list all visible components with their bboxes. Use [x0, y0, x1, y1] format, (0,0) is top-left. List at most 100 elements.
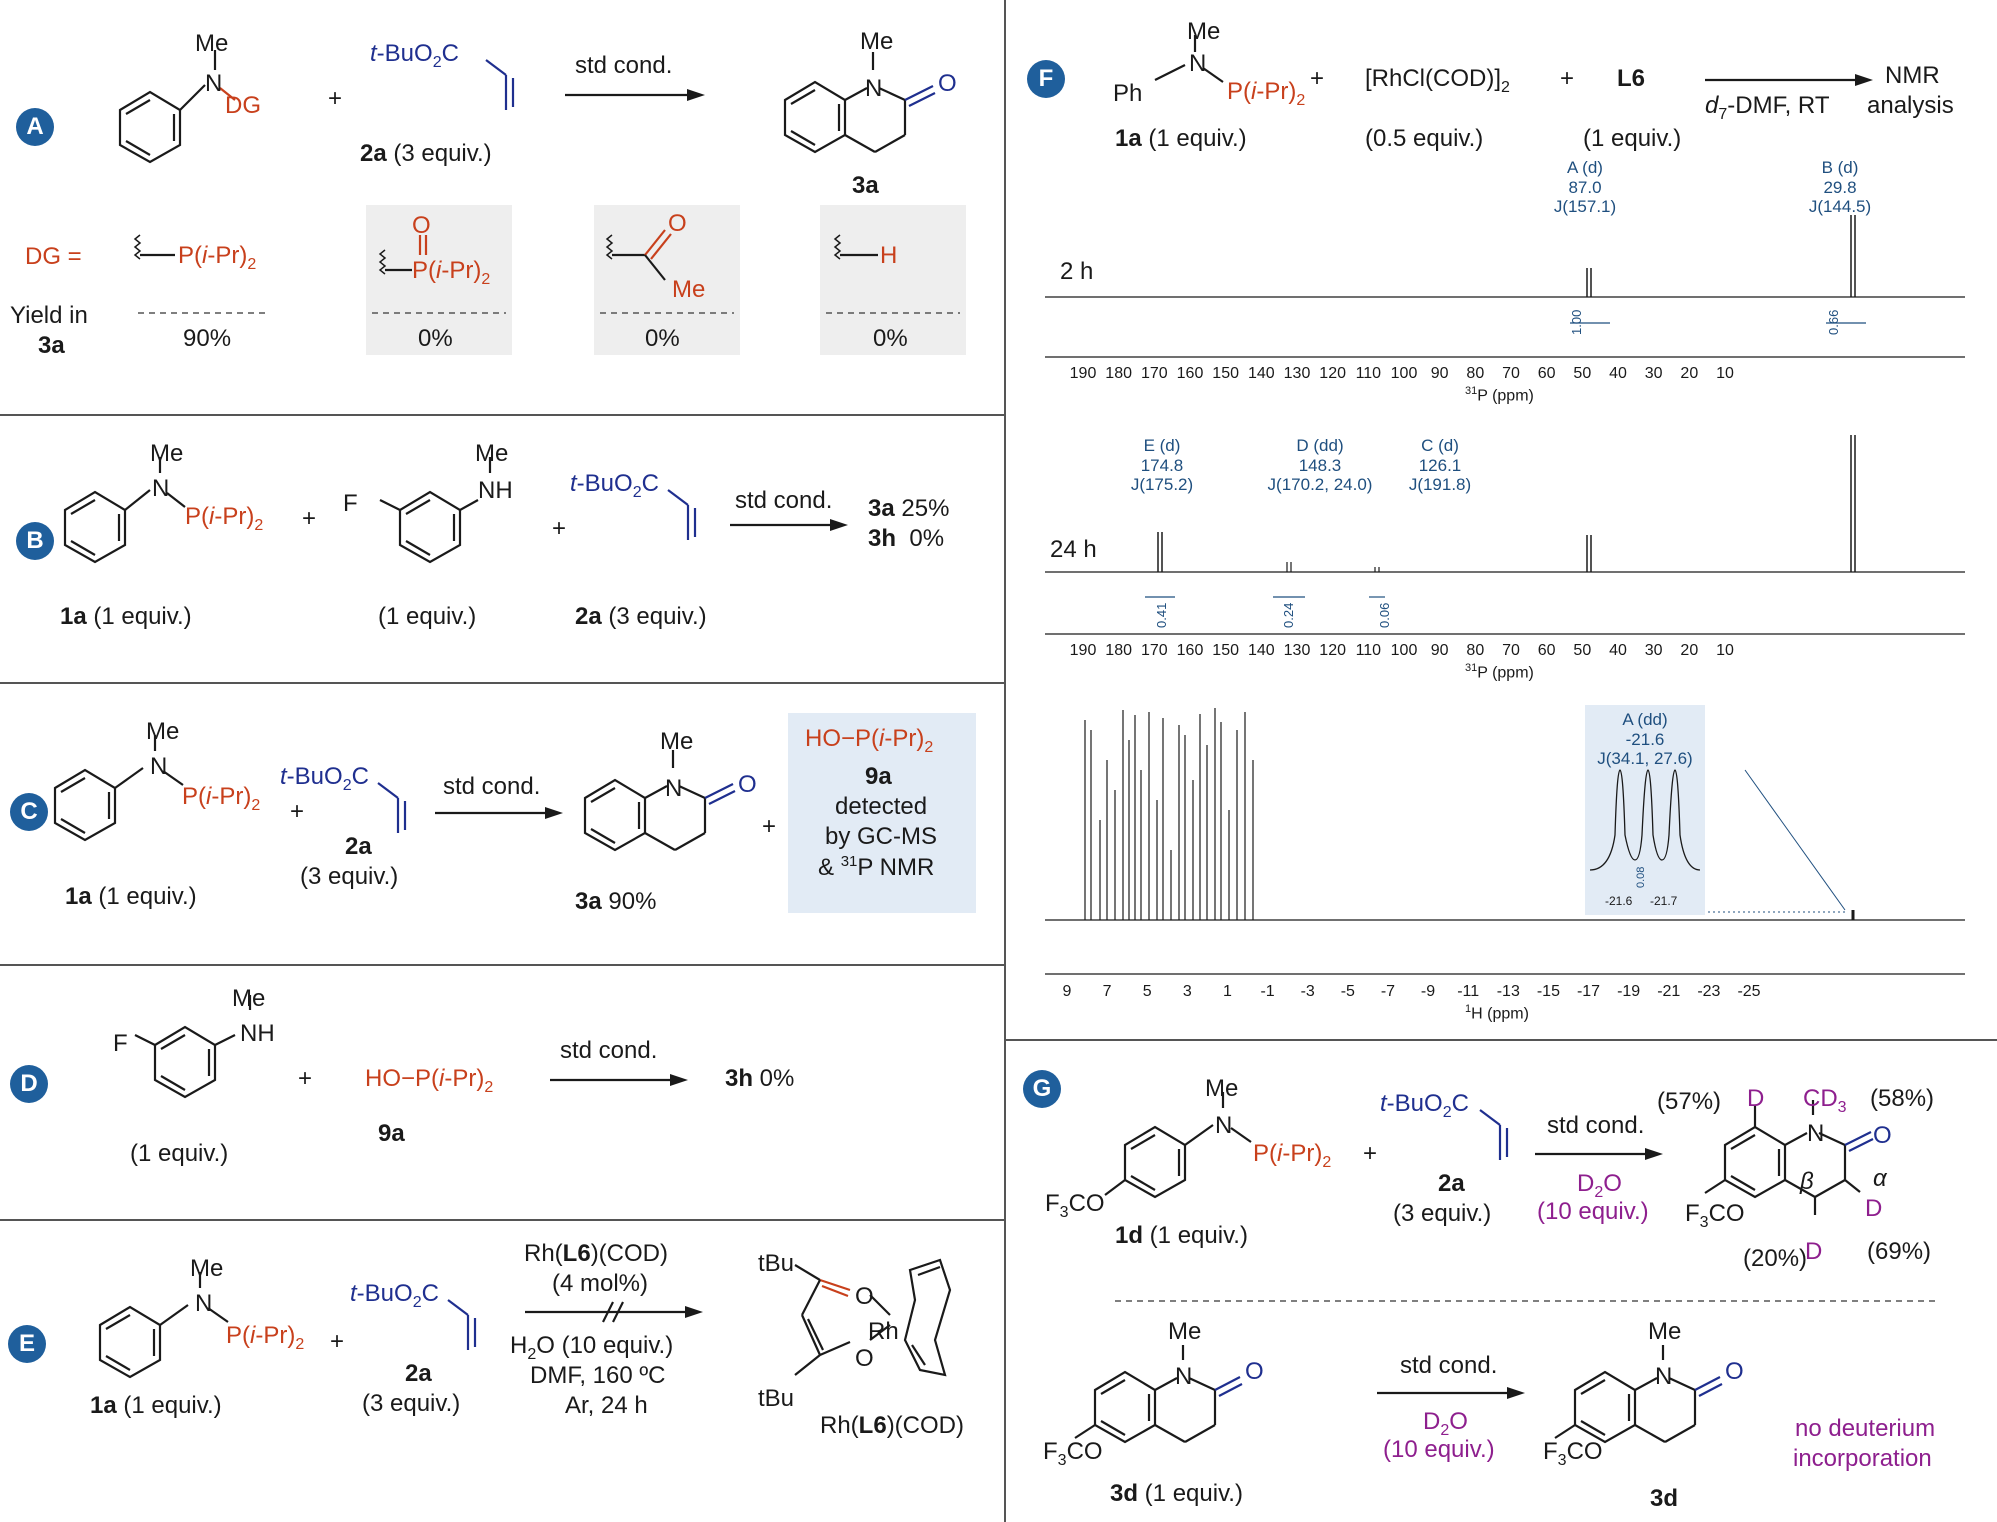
- panel-badge: B: [16, 522, 54, 560]
- reagent-label: (3 equiv.): [1393, 1200, 1492, 1227]
- axis-tick-label: 7: [1102, 983, 1112, 1000]
- peak-j: J(191.8): [1408, 475, 1472, 495]
- peak-shift: 148.3: [1298, 455, 1342, 475]
- inset-triplet: [1589, 769, 1701, 871]
- reagent-label: 1d (1 equiv.): [1115, 1222, 1248, 1249]
- condition-line: H2O (10 equiv.): [510, 1332, 674, 1363]
- fluoroaniline-structure: [379, 457, 492, 564]
- axis-tick-label: -3: [1300, 983, 1315, 1000]
- p-label: P(i-Pr)2: [1227, 78, 1306, 109]
- shaded-option-bg: [366, 205, 512, 355]
- reaction-arrow: [1535, 1148, 1663, 1160]
- panel-d: D F Me NH (1 equiv.) + HO−P(i-Pr)2 9a st…: [0, 965, 1005, 1220]
- panel-c: C Me N P(i-Pr)2 1a (1 equiv.) + t-BuO2C …: [0, 683, 1005, 965]
- axis-tick-label: 10: [1716, 365, 1734, 382]
- shaded-option-bg: [820, 205, 966, 355]
- o-label: O: [855, 1283, 874, 1310]
- me-label: Me: [190, 1255, 224, 1282]
- axis-tick-label: 50: [1573, 642, 1592, 659]
- n-label: N: [1655, 1363, 1673, 1390]
- reagent-label: 3d (1 equiv.): [1110, 1480, 1243, 1507]
- acrylate-vinyl: [447, 1299, 477, 1350]
- reagent-label: (3 equiv.): [362, 1390, 461, 1417]
- complex-label: Rh(L6)(COD): [820, 1412, 964, 1439]
- axis-tick-label: 120: [1319, 642, 1347, 659]
- axis-tick-label: 110: [1355, 642, 1382, 659]
- axis-tick-label: 20: [1680, 642, 1699, 659]
- side-note: by GC-MS: [825, 823, 938, 850]
- beta-label: β: [1800, 1168, 1814, 1195]
- tbu-label: tBu: [758, 1385, 795, 1412]
- reagent-label: 1a (1 equiv.): [90, 1392, 222, 1419]
- axis-tick-label: 80: [1466, 642, 1485, 659]
- n-label: N: [1189, 50, 1207, 77]
- me-label: Me: [1168, 1318, 1202, 1345]
- acrylate-label: t-BuO2C: [370, 40, 459, 71]
- result-label: 3h 0%: [725, 1065, 795, 1092]
- result-label: 3a 25%: [868, 495, 950, 522]
- o-label: O: [1245, 1358, 1264, 1385]
- cd3-label: CD3: [1803, 1085, 1847, 1116]
- axis-tick-label: 110: [1355, 365, 1382, 382]
- axis-tick-label: 70: [1502, 642, 1520, 659]
- axis-tick-label: 140: [1247, 365, 1275, 382]
- dihydroquinolinone-structure: [1074, 1345, 1243, 1444]
- f3co-label: F3CO: [1543, 1438, 1603, 1469]
- yield-value: 0%: [873, 325, 908, 352]
- axis-tick-label: 140: [1247, 642, 1275, 659]
- peak-j: J(157.1): [1553, 197, 1617, 217]
- fluoroaniline-structure: [134, 995, 252, 1099]
- reagent-label: 2a: [1438, 1170, 1465, 1197]
- axis-label: 1H (ppm): [1465, 1003, 1529, 1023]
- axis-tick-label: 130: [1283, 365, 1311, 382]
- reagent-label: [RhCl(COD)]2: [1365, 65, 1510, 96]
- plus-sign: +: [290, 798, 305, 825]
- side-product-box: [788, 713, 976, 913]
- phosphinamine-structure: [53, 735, 184, 842]
- o-label: O: [1725, 1358, 1744, 1385]
- h1-axis: [1045, 973, 1965, 975]
- axis-tick-label: 170: [1140, 365, 1168, 382]
- panel-b: B Me N P(i-Pr)2 1a (1 equiv.) + F Me NH …: [0, 415, 1005, 683]
- plus-sign: +: [1310, 65, 1325, 92]
- o-label: O: [1873, 1122, 1892, 1149]
- axis-tick-label: 120: [1319, 365, 1347, 382]
- phosphinamine-structure: [1154, 35, 1224, 83]
- inset-box: [1585, 705, 1705, 915]
- reaction-arrow: [1377, 1387, 1525, 1399]
- plus-sign: +: [1363, 1140, 1378, 1167]
- me-label: Me: [475, 440, 509, 467]
- axis-tick-label: 190: [1069, 642, 1097, 659]
- tbu-label: tBu: [758, 1250, 795, 1277]
- peak-label-c: C (d) 126.1 J(191.8): [1395, 436, 1485, 495]
- d-label: D: [1747, 1085, 1765, 1112]
- axis-tick-label: 100: [1390, 365, 1418, 382]
- rh-complex-structure: [794, 1258, 952, 1377]
- reagent-label: 2a (3 equiv.): [575, 603, 707, 630]
- p-label: P(i-Pr)2: [226, 1322, 305, 1353]
- f-label: F: [343, 490, 358, 517]
- axis-label: 31P (ppm): [1465, 385, 1534, 405]
- panel-badge: F: [1027, 60, 1065, 98]
- inset-peak-label: A (dd) -21.6 J(34.1, 27.6): [1585, 710, 1705, 769]
- me-label: Me: [1187, 18, 1221, 45]
- o-label: O: [668, 210, 687, 237]
- f3co-label: F3CO: [1045, 1190, 1105, 1221]
- peak-name: A (d): [1567, 158, 1603, 177]
- inset-tick: -21.7: [1650, 894, 1678, 908]
- product-label: 3a: [852, 172, 879, 199]
- ph-label: Ph: [1113, 80, 1143, 107]
- reagent-id: 9a: [378, 1120, 405, 1147]
- conditions-label: std cond.: [735, 487, 833, 514]
- yield-value: 0%: [645, 325, 680, 352]
- axis-tick-label: 30: [1644, 642, 1663, 659]
- dg-bonds: [133, 229, 878, 281]
- nh-label: NH: [478, 477, 513, 504]
- me-label: Me: [232, 985, 266, 1012]
- product-label: 3a 90%: [575, 888, 657, 915]
- n-label: N: [865, 75, 883, 102]
- f3co-label: F3CO: [1685, 1200, 1745, 1231]
- integral-label: 0.06: [1377, 602, 1392, 628]
